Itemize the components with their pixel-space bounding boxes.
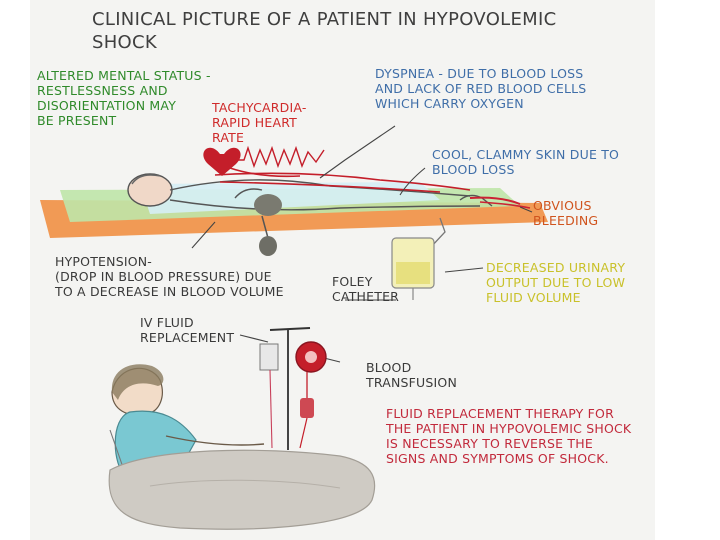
label-fluid-replacement-therapy: FLUID REPLACEMENT THERAPY FOR THE PATIEN…: [386, 406, 632, 466]
stretcher: [40, 182, 548, 238]
bed-blanket: [108, 449, 376, 530]
iv-pole: [259, 327, 327, 450]
label-blood-transfusion: BLOOD TRANSFUSION: [366, 360, 458, 390]
label-iv-fluid-replacement: IV FLUID REPLACEMENT: [140, 315, 235, 345]
label-dyspnea: DYSPNEA - DUE TO BLOOD LOSS AND LACK OF …: [375, 66, 587, 111]
blood-vessels: [214, 167, 471, 193]
label-cool-clammy-skin: COOL, CLAMMY SKIN DUE TO BLOOD LOSS: [432, 147, 620, 177]
label-altered-mental-status: ALTERED MENTAL STATUS - RESTLESSNESS AND…: [37, 68, 211, 128]
label-foley-catheter: FOLEY CATHETER: [332, 274, 400, 304]
foley-bag-icon: [391, 217, 446, 300]
lying-patient: [127, 173, 531, 211]
diagram-title: CLINICAL PICTURE OF A PATIENT IN HYPOVOL…: [92, 9, 557, 53]
label-decreased-urinary-output: DECREASED URINARY OUTPUT DUE TO LOW FLUI…: [486, 260, 626, 305]
label-hypotension: HYPOTENSION- (DROP IN BLOOD PRESSURE) DU…: [55, 254, 284, 299]
label-tachycardia: TACHYCARDIA- RAPID HEART RATE: [212, 100, 307, 145]
label-obvious-bleeding: OBVIOUS BLEEDING: [533, 198, 599, 228]
heart-icon: [203, 145, 325, 176]
pointer-lines: [191, 125, 533, 363]
bp-cuff-icon: [254, 194, 282, 256]
